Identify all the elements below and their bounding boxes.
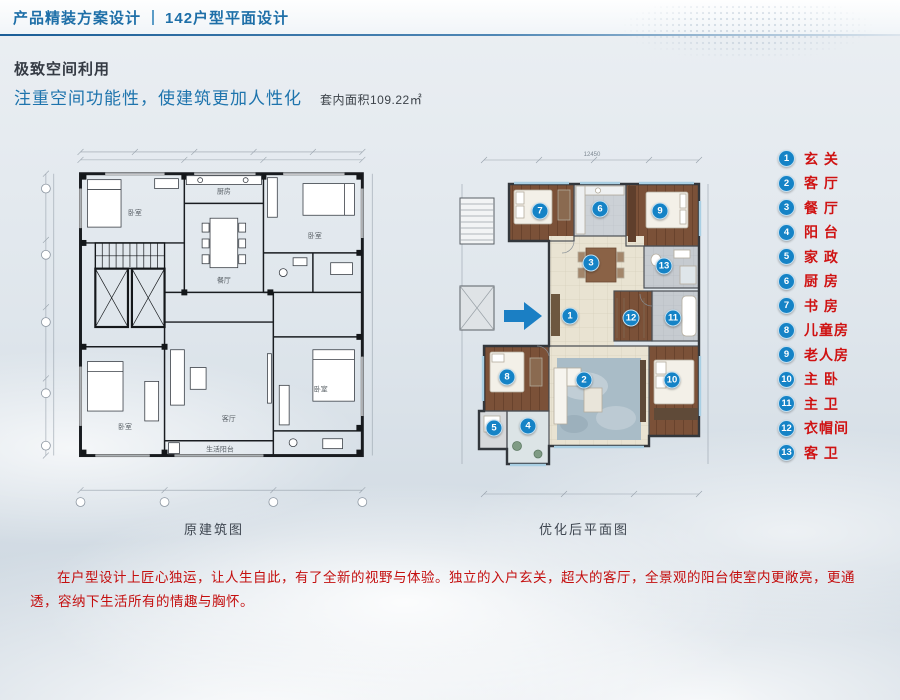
- legend-item-master-bath: 11 主 卫: [778, 395, 849, 412]
- legend-badge-5: 5: [778, 248, 795, 265]
- legend-badge-7: 7: [778, 297, 795, 314]
- section-heading: 极致空间利用: [14, 61, 111, 78]
- legend-item-cloakroom: 12 衣帽间: [778, 419, 849, 437]
- plan-marker-13-guest-bath: 13: [655, 257, 673, 275]
- optimized-floor-plan-drawing: 12450: [459, 152, 709, 498]
- legend-label-elderly: 老人房: [804, 346, 849, 363]
- legend-item-entrance: 1 玄 关: [778, 150, 849, 167]
- legend-item-elderly: 9 老人房: [778, 346, 849, 363]
- legend-item-kitchen: 6 厨 房: [778, 272, 849, 290]
- legend-badge-1: 1: [778, 150, 795, 167]
- room-label-balcony: 生活阳台: [206, 445, 234, 454]
- optimized-floor-plan-figure: 12450: [454, 146, 714, 538]
- legend-label-cloakroom: 衣帽间: [804, 420, 849, 436]
- legend-badge-3: 3: [778, 199, 795, 216]
- legend-item-master: 10 主 卧: [778, 370, 849, 388]
- room-label-bedroom-br: 卧室: [314, 384, 328, 393]
- header-accent-line: [0, 34, 900, 36]
- room-label-bedroom-bl: 卧室: [118, 422, 132, 431]
- plan-marker-6-kitchen: 6: [591, 200, 609, 218]
- room-label-bedroom-tl: 卧室: [128, 208, 142, 217]
- legend-badge-12: 12: [778, 419, 795, 437]
- legend-badge-11: 11: [778, 395, 795, 412]
- legend-label-study: 书 房: [804, 297, 839, 314]
- plan-marker-9-elderly: 9: [651, 202, 669, 220]
- legend-label-children: 儿童房: [804, 322, 849, 338]
- legend-label-housekeeping: 家 政: [804, 248, 839, 265]
- header-right-title: 142户型平面设计: [165, 9, 290, 27]
- legend-badge-6: 6: [778, 272, 795, 290]
- legend-item-guest-bath: 13 客 卫: [778, 444, 849, 461]
- legend-item-study: 7 书 房: [778, 297, 849, 314]
- legend-badge-2: 2: [778, 174, 795, 192]
- legend-label-entrance: 玄 关: [804, 150, 839, 167]
- legend-item-living: 2 客 厅: [778, 174, 849, 192]
- plan-marker-4-balcony: 4: [519, 417, 537, 435]
- unit-perimeter: [477, 182, 701, 466]
- legend-label-master-bath: 主 卫: [804, 395, 839, 412]
- closing-paragraph: 在户型设计上匠心独运，让人生自此，有了全新的视野与体验。独立的入户玄关，超大的客…: [30, 570, 855, 609]
- plan-marker-8-children: 8: [498, 368, 516, 386]
- legend-item-balcony: 4 阳 台: [778, 223, 849, 241]
- original-floor-plan-figure: 卧室 厨房 餐厅 卧室 卧室 客厅 卧室 生活阳台 原建筑图: [34, 144, 394, 538]
- legend-label-master: 主 卧: [804, 371, 839, 387]
- legend-badge-10: 10: [778, 370, 795, 388]
- room-label-dining: 餐厅: [217, 276, 231, 285]
- optimized-plan-caption: 优化后平面图: [538, 522, 629, 537]
- world-map-dots-decoration: [622, 4, 872, 60]
- room-label-living: 客厅: [222, 414, 236, 423]
- legend-badge-9: 9: [778, 346, 795, 363]
- plan-marker-11-master-bath: 11: [664, 309, 682, 327]
- plan-marker-7-study: 7: [531, 202, 549, 220]
- legend-label-kitchen: 厨 房: [804, 273, 839, 289]
- plan-marker-12-cloakroom: 12: [622, 309, 640, 327]
- header-left-title: 产品精装方案设计: [13, 9, 142, 27]
- section-subheading-row: 注重空间功能性，使建筑更加人性化 套内面积109.22㎡: [14, 84, 422, 109]
- room-label-bedroom-tr: 卧室: [308, 231, 322, 240]
- section-subheading: 注重空间功能性，使建筑更加人性化: [14, 89, 302, 108]
- optimized-plan-wrap: 12450: [454, 146, 714, 506]
- legend-label-dining: 餐 厅: [804, 199, 839, 216]
- legend-badge-4: 4: [778, 223, 795, 241]
- original-floor-plan-drawing: 卧室 厨房 餐厅 卧室 卧室 客厅 卧室 生活阳台: [41, 148, 373, 507]
- interior-area-note: 套内面积109.22㎡: [320, 93, 423, 107]
- entry-direction-arrow: [504, 302, 542, 330]
- plan-marker-1-entrance: 1: [561, 307, 579, 325]
- room-label-kitchen: 厨房: [217, 187, 231, 196]
- plan-marker-5-housekeeping: 5: [485, 419, 503, 437]
- legend-item-children: 8 儿童房: [778, 321, 849, 339]
- plan-marker-3-dining: 3: [582, 254, 600, 272]
- header-divider: [152, 9, 155, 25]
- header: 产品精装方案设计 142户型平面设计: [0, 0, 900, 34]
- legend-label-balcony: 阳 台: [804, 224, 839, 240]
- dimension-total-width: 12450: [584, 152, 601, 158]
- legend-label-guest-bath: 客 卫: [804, 444, 839, 461]
- legend-item-housekeeping: 5 家 政: [778, 248, 849, 265]
- legend-item-dining: 3 餐 厅: [778, 199, 849, 216]
- plan-marker-2-living: 2: [575, 371, 593, 389]
- original-plan-caption: 原建筑图: [183, 522, 244, 537]
- legend-badge-8: 8: [778, 321, 795, 339]
- legend-badge-13: 13: [778, 444, 795, 461]
- plan-marker-10-master: 10: [663, 371, 681, 389]
- legend-label-living: 客 厅: [804, 175, 839, 191]
